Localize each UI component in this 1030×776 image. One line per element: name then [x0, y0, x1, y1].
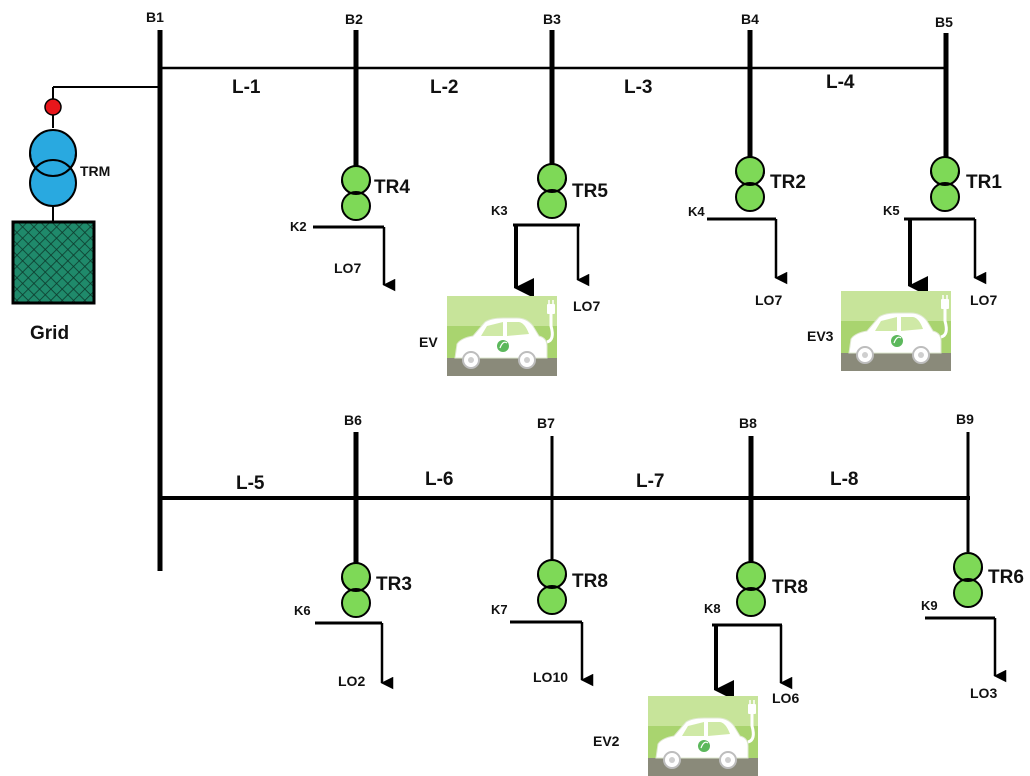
transformer-label-b3: TR5: [572, 181, 608, 202]
transformer-icon: [953, 552, 983, 608]
grid-label: Grid: [30, 323, 69, 344]
trm-label: TRM: [80, 163, 110, 179]
transformer-label-b5: TR1: [966, 172, 1002, 193]
load-label-b4: LO7: [755, 292, 782, 308]
branch-b7: B7 TR8 K7 LO10: [491, 415, 608, 687]
bus-label-b2: B2: [345, 11, 363, 27]
load-label-b9: LO3: [970, 685, 997, 701]
switch-label-b2: K2: [290, 219, 307, 234]
bus-label-b9: B9: [956, 411, 974, 427]
bus-label-b4: B4: [741, 11, 759, 27]
transformer-icon: [930, 156, 960, 212]
load-label-b5: LO7: [970, 292, 997, 308]
load-label-b2: LO7: [334, 260, 361, 276]
load-label-b3: LO7: [573, 298, 600, 314]
branch-b3: B3 TR5 K3 LO7 EV: [419, 11, 608, 378]
transformer-label-b8: TR8: [772, 577, 808, 598]
bus-label-b3: B3: [543, 11, 561, 27]
transformer-label-b6: TR3: [376, 574, 412, 595]
switch-label-b4: K4: [688, 204, 705, 219]
line-label-l1: L-1: [232, 77, 261, 98]
transformer-label-b7: TR8: [572, 571, 608, 592]
bus-label-b5: B5: [935, 14, 953, 30]
bus-label-b7: B7: [537, 415, 555, 431]
grid-icon: [11, 220, 96, 305]
transformer-icon: [537, 163, 567, 219]
branch-b9: B9 TR6 K9 LO3: [921, 411, 1024, 701]
line-label-l4: L-4: [826, 72, 855, 93]
ev-label-b3: EV: [419, 334, 438, 350]
transformer-icon: [537, 559, 567, 615]
branch-b6: B6 TR3 K6 LO2: [294, 412, 412, 690]
transformer-label-b2: TR4: [374, 177, 410, 198]
branch-b4: B4 TR2 K4 LO7: [688, 11, 806, 308]
line-label-l5: L-5: [236, 473, 265, 494]
load-label-b7: LO10: [533, 669, 568, 685]
branch-b8: B8 TR8 K8 LO6 EV2: [593, 415, 808, 776]
transformer-label-b4: TR2: [770, 172, 806, 193]
transformer-icon: [341, 165, 371, 221]
ev-label-b8: EV2: [593, 733, 620, 749]
trm-transformer-icon: [29, 129, 77, 207]
line-label-l2: L-2: [430, 77, 459, 98]
breaker-icon: [44, 98, 62, 116]
transformer-label-b9: TR6: [988, 567, 1024, 588]
ev-charging-icon: [839, 289, 953, 373]
line-label-l8: L-8: [830, 469, 859, 490]
ev-charging-icon: [445, 294, 559, 378]
bus-label-b1: B1: [146, 9, 164, 25]
ev-label-b5: EV3: [807, 328, 834, 344]
switch-label-b7: K7: [491, 602, 508, 617]
transformer-icon: [736, 561, 766, 617]
switch-label-b6: K6: [294, 603, 311, 618]
switch-label-b9: K9: [921, 598, 938, 613]
transformer-icon: [341, 562, 371, 618]
grid-source: TRM Grid: [11, 86, 160, 344]
switch-label-b5: K5: [883, 203, 900, 218]
switch-label-b8: K8: [704, 601, 721, 616]
branch-b2: B2 TR4 K2 LO7: [290, 11, 410, 292]
load-label-b6: LO2: [338, 673, 365, 689]
switch-label-b3: K3: [491, 203, 508, 218]
transformer-icon: [735, 156, 765, 212]
ev-charging-icon: [646, 694, 760, 776]
bus-label-b8: B8: [739, 415, 757, 431]
line-label-l3: L-3: [624, 77, 653, 98]
branch-b5: B5 TR1 K5 LO7 EV3: [807, 14, 1002, 373]
load-label-b8: LO6: [772, 690, 799, 706]
bus-label-b6: B6: [344, 412, 362, 428]
line-label-l7: L-7: [636, 471, 665, 492]
line-label-l6: L-6: [425, 469, 454, 490]
